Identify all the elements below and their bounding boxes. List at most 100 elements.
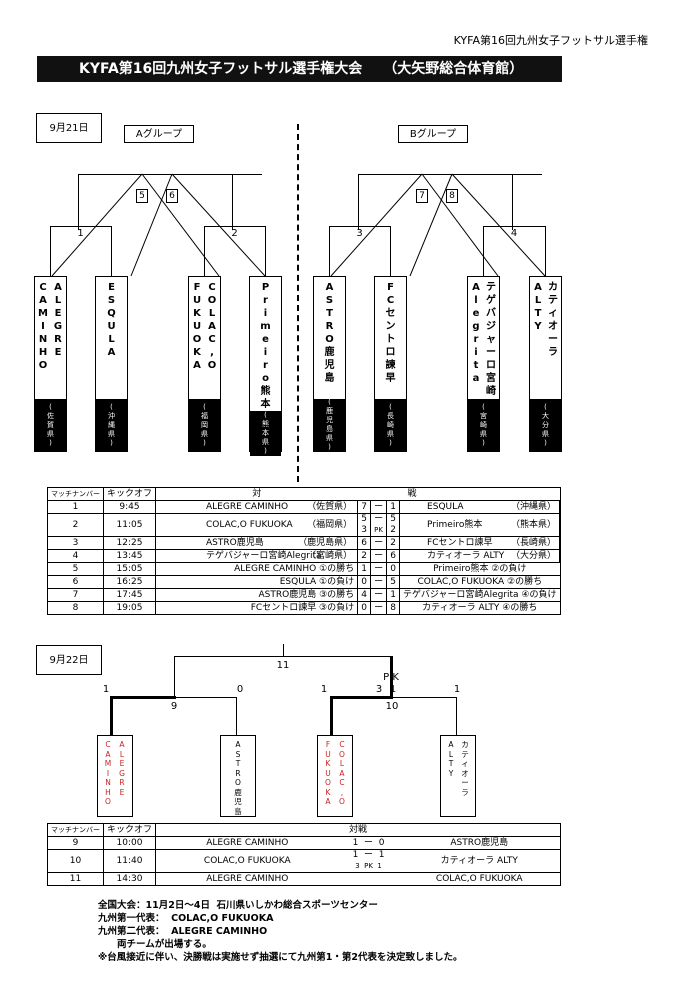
away-team: テゲバジャーロ宮崎Alegrita ④の負け — [399, 588, 561, 602]
score-dash: ー — [370, 588, 388, 602]
away-team-name: ESQULA — [427, 501, 464, 512]
prefecture-char: ( — [264, 411, 267, 419]
team-name-char: O — [105, 797, 111, 806]
team-name-char: A — [534, 282, 542, 293]
team-name-char: E — [119, 759, 125, 768]
team-name-char: 鹿 — [324, 347, 335, 358]
bracket-line — [330, 696, 333, 735]
team-name-char: ロ — [486, 360, 496, 371]
away-team-prefecture: （熊本県） — [510, 519, 556, 530]
score-pk: 3 PK 1 — [355, 862, 382, 870]
team-name-char: o — [262, 373, 269, 384]
kickoff-time: 12:25 — [102, 536, 157, 550]
team-name-char: I — [106, 768, 110, 778]
cross-line — [451, 173, 546, 277]
team-name-char: U — [325, 749, 331, 759]
team-name-char: E — [54, 347, 62, 358]
team-name-char: K — [325, 787, 331, 797]
pk-label: PK — [374, 526, 383, 534]
team-name-char: オ — [548, 321, 558, 332]
team-name-char: C — [39, 282, 47, 293]
bracket-line — [78, 174, 262, 175]
score-label: 1 — [453, 684, 461, 695]
prefecture-char: 県 — [542, 429, 549, 438]
prefecture-char: 賀 — [47, 420, 54, 429]
prefecture-char: ) — [389, 438, 392, 447]
team-prefecture: (長崎県) — [375, 399, 406, 451]
home-score: 0 — [357, 601, 372, 615]
home-team: ALEGRE CAMINHO（佐賀県） — [155, 500, 359, 514]
team-name-char: A — [54, 282, 62, 293]
prefecture-char: 佐 — [47, 411, 54, 420]
score-dash: ー — [370, 549, 388, 563]
footnote-both: 両チームが出場する。 — [98, 939, 212, 950]
team-name-char: R — [235, 768, 241, 778]
team-name-char: N — [38, 334, 48, 345]
team-name-char: C — [386, 295, 395, 306]
dash-mark: ー — [374, 514, 384, 524]
away-score-main: 5 — [390, 514, 396, 524]
team-name-char: , — [210, 347, 214, 358]
team-name-char: U — [192, 295, 202, 306]
header-kickoff: キックオフ — [102, 823, 157, 837]
prefecture-char: ) — [49, 438, 52, 447]
bracket-line — [283, 644, 284, 656]
away-team-prefecture: （大分県） — [510, 550, 556, 561]
score-dash: ー — [370, 601, 388, 615]
team-name-char: S — [235, 749, 241, 759]
prefecture-char: 県 — [387, 429, 394, 438]
day2-date-label: 9月22日 — [36, 645, 102, 675]
bracket-line — [390, 656, 393, 697]
away-score: 1 — [386, 588, 401, 602]
prefecture-char: ( — [482, 402, 485, 411]
home-score: 4 — [357, 588, 372, 602]
bracket-line — [111, 226, 112, 276]
bracket-line — [483, 226, 484, 276]
team-name-char: C — [208, 282, 216, 293]
home-team-name: ASTRO鹿児島 — [206, 537, 264, 548]
bracket-line — [265, 226, 266, 276]
prefecture-char: 熊 — [262, 420, 269, 428]
team-name-char: i — [474, 347, 478, 358]
bracket-line — [110, 696, 113, 735]
team-name-char: r — [263, 295, 268, 306]
team-name-char: K — [193, 347, 201, 358]
team-name-char: C — [208, 334, 216, 345]
team-name-char: 島 — [234, 806, 242, 816]
bracket-line — [236, 697, 237, 735]
team-name-char: A — [107, 347, 116, 358]
score-label: 1 — [320, 684, 328, 695]
away-score: 2 — [386, 536, 401, 550]
prefecture-char: 縄 — [108, 420, 115, 429]
team-name-char: オ — [461, 768, 469, 778]
team-name-char: R — [54, 334, 62, 345]
team-name-char: A — [119, 740, 125, 749]
team-name-char: r — [263, 360, 268, 371]
team-name-char: O — [339, 797, 345, 806]
prefecture-char: ) — [544, 438, 547, 447]
score — [338, 872, 399, 886]
home-team-name: ALEGRE CAMINHO — [206, 501, 289, 512]
prefecture-char: 県 — [480, 429, 487, 438]
team-name-char: L — [448, 749, 454, 759]
bracket-line — [329, 226, 330, 276]
bracket-line — [358, 174, 542, 175]
match-number-box: 7 — [416, 189, 428, 203]
team-name-char: N — [105, 778, 111, 787]
home-score: 0 — [357, 575, 372, 589]
match-number: 7 — [47, 588, 104, 602]
home-score: 6 — [357, 536, 372, 550]
team-name-char: U — [107, 321, 116, 332]
cross-line — [330, 173, 423, 277]
